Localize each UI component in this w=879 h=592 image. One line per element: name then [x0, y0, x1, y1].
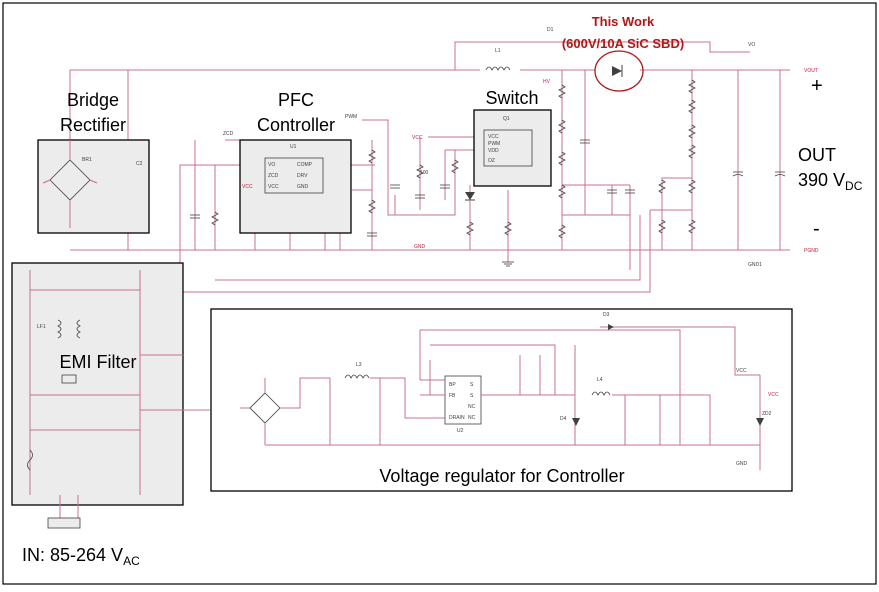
lf1-label: LF1	[37, 324, 46, 330]
u2-label: U2	[457, 428, 464, 434]
u2-pin-bp: BP	[449, 382, 456, 388]
bridge-block: BR1 C2 Bridge Rectifier	[37, 90, 150, 234]
pfc-block: U1 VO ZCD VCC COMP DRV GND PFC Controlle…	[239, 90, 352, 234]
u1-pin-vcc: VCC	[268, 184, 279, 190]
u1-label: U1	[290, 144, 297, 150]
output-minus: -	[813, 218, 820, 240]
l4-label: L4	[597, 377, 603, 383]
u1-pin-vo: VO	[268, 162, 275, 168]
switch-title: Switch	[485, 88, 538, 108]
regulator-title: Voltage regulator for Controller	[379, 466, 624, 486]
input-label: IN: 85-264 VAC	[22, 545, 140, 568]
net-vout: VOUT	[804, 68, 818, 74]
u2-pin-drain: DRAIN	[449, 415, 465, 421]
l1-inductor: L1	[485, 48, 511, 71]
highlight-line-2: (600V/10A SiC SBD)	[562, 36, 684, 51]
d3-label: D3	[603, 312, 610, 318]
d1-diode: D1	[547, 27, 644, 92]
net-gnd1: GND1	[748, 262, 762, 268]
d1-label: D1	[547, 27, 554, 33]
highlight-ellipse	[594, 50, 644, 92]
br1-label: BR1	[82, 157, 92, 163]
pfc-box	[239, 139, 352, 234]
pfc-title-2: Controller	[257, 115, 335, 135]
l3-label: L3	[356, 362, 362, 368]
zd2-label: ZD2	[762, 411, 772, 417]
net-vcc: VCC	[412, 135, 423, 141]
u2-ic	[444, 375, 482, 425]
bridge-box	[37, 139, 150, 234]
switch-block: Q1 VCC PWM VDD OZ Switch	[473, 88, 552, 187]
power-wiring	[69, 41, 790, 293]
bridge-title-2: Rectifier	[60, 115, 126, 135]
r9-value: 100	[420, 170, 429, 176]
output-label: OUT	[798, 145, 836, 165]
u2-pin-nc2: NC	[468, 415, 476, 421]
highlight-line-1: This Work	[592, 14, 655, 29]
bridge-title-1: Bridge	[67, 90, 119, 110]
u1-pin-gnd: GND	[297, 184, 309, 190]
net-vcc-u1: VCC	[242, 184, 253, 190]
q1-ic	[483, 129, 533, 167]
u2-pin-fb: FB	[449, 393, 456, 399]
d3-symbol	[608, 324, 614, 330]
zd2-symbol	[756, 418, 764, 426]
q1-label: Q1	[503, 116, 510, 122]
reg-net-gnd: GND	[736, 461, 748, 467]
reg-net-vcc-out: VCC	[768, 392, 779, 398]
c2-label: C2	[136, 161, 143, 167]
switch-diode	[465, 192, 475, 200]
net-vo: VO	[748, 42, 755, 48]
emi-box	[11, 262, 184, 506]
emi-title: EMI Filter	[59, 352, 136, 372]
diode-symbol	[612, 66, 622, 76]
capacitors	[123, 139, 786, 237]
varistor	[61, 374, 77, 384]
q1-pin-oz: OZ	[488, 158, 495, 164]
switch-box	[473, 109, 552, 187]
net-pwm: PWM	[345, 114, 357, 120]
ground-symbol	[502, 261, 514, 267]
net-zcd: ZCD	[223, 131, 234, 137]
q1-pin-pwm: PWM	[488, 141, 500, 147]
u2-pin-s1: S	[470, 382, 474, 388]
emi-block: LF1 EMI Filter	[11, 262, 210, 529]
net-pgnd: PGND	[804, 248, 819, 254]
net-hv: HV	[543, 79, 551, 85]
pfc-title-1: PFC	[278, 90, 314, 110]
d4-label: D4	[560, 416, 567, 422]
u1-pin-comp: COMP	[297, 162, 313, 168]
output-plus: +	[811, 75, 823, 97]
net-gnd: GND	[414, 244, 426, 250]
q1-pin-vdd: VDD	[488, 148, 499, 154]
q1-pin-vcc: VCC	[488, 134, 499, 140]
l1-label: L1	[495, 48, 501, 54]
u1-ic	[264, 157, 324, 194]
output-voltage: 390 VDC	[798, 170, 863, 193]
u2-pin-s2: S	[470, 393, 474, 399]
u1-pin-zcd: ZCD	[268, 173, 279, 179]
u1-pin-drv: DRV	[297, 173, 308, 179]
d4-symbol	[572, 418, 580, 426]
divider-resistors	[211, 79, 696, 239]
u2-pin-nc1: NC	[468, 404, 476, 410]
input-connector	[47, 517, 81, 529]
regulator-block: U2 BP FB DRAIN S S NC NC D4 D3 L4 L3 ZD2…	[210, 308, 793, 492]
reg-net-vcc: VCC	[736, 368, 747, 374]
regulator-box	[210, 308, 793, 492]
